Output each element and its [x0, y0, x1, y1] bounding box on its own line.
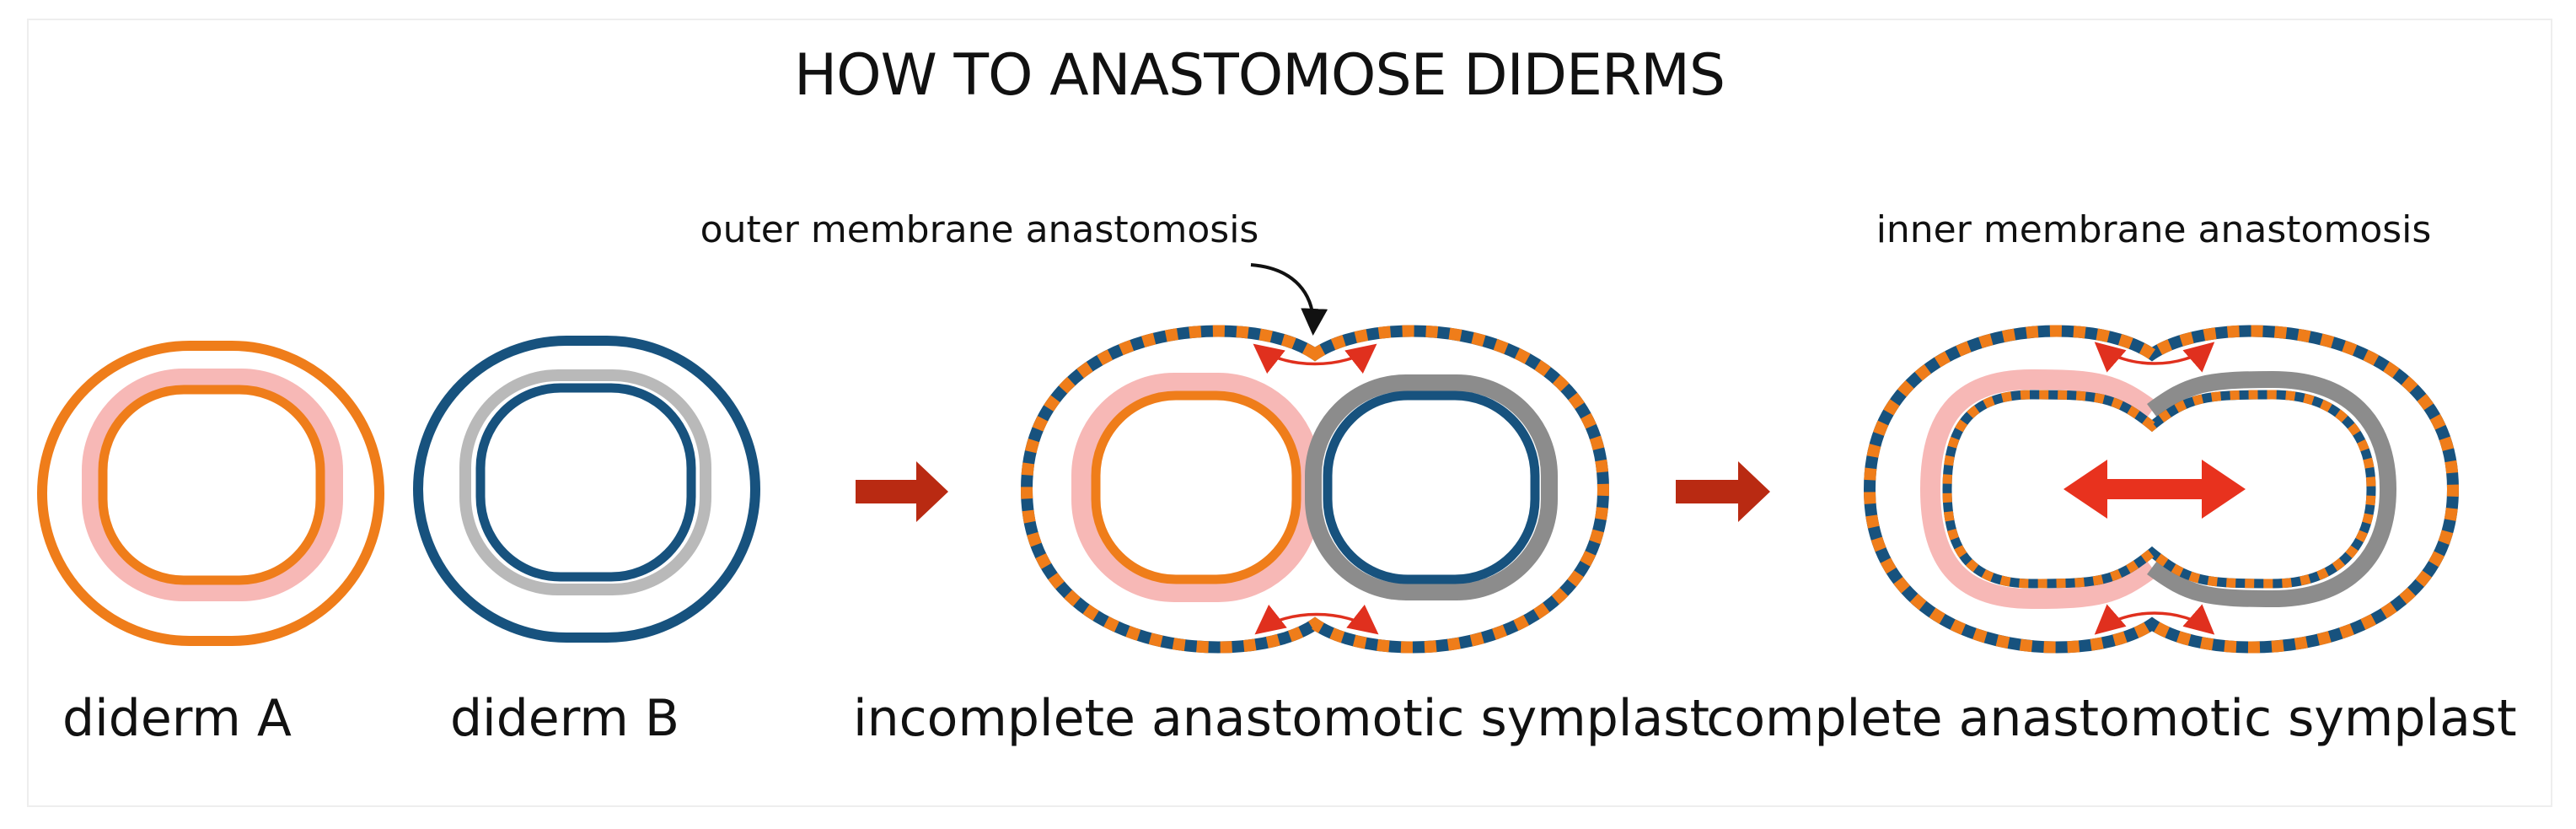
complete-periplasm-left — [1919, 369, 2159, 610]
incomplete-symplast — [1020, 325, 1610, 654]
diderm-b-inner-membrane — [475, 383, 696, 582]
diderm-b-periplasm-layer — [459, 369, 711, 595]
complete-cytoplasm-exchange-arrow — [2063, 460, 2246, 519]
diderm-a — [37, 341, 384, 646]
step-arrow-2 — [1676, 461, 1770, 522]
label-incomplete-symplast: incomplete anastomotic symplast — [853, 689, 1709, 748]
step-arrow-1 — [856, 461, 948, 522]
incomplete-periplasm-a — [1071, 373, 1321, 602]
complete-periplasm-right — [2147, 370, 2397, 608]
diderm-b — [413, 336, 760, 643]
incomplete-fusion-arrow-bottom — [1254, 604, 1379, 635]
incomplete-periplasm-b — [1305, 374, 1558, 600]
label-diderm-b: diderm B — [450, 689, 679, 748]
diagram-title: HOW TO ANASTOMOSE DIDERMS — [794, 42, 1725, 109]
diderm-b-outer-membrane — [413, 336, 760, 643]
diderm-a-inner-membrane — [98, 385, 325, 585]
annotation-outer-membrane: outer membrane anastomosis — [700, 208, 1259, 251]
incomplete-inner-membrane-b — [1323, 390, 1540, 584]
label-complete-symplast: complete anastomotic symplast — [1706, 689, 2516, 748]
complete-fusion-arrow-top — [2094, 342, 2215, 373]
incomplete-inner-membrane-a — [1091, 390, 1301, 584]
annotation-inner-membrane: inner membrane anastomosis — [1876, 208, 2432, 251]
complete-symplast — [1863, 325, 2460, 654]
label-diderm-a: diderm A — [62, 689, 292, 748]
complete-fusion-arrow-bottom — [2094, 604, 2215, 635]
complete-inner-membrane-orange — [1942, 390, 2376, 589]
diderm-a-periplasm-layer — [82, 369, 343, 601]
annotation-pointer-arrow — [1250, 263, 1328, 336]
incomplete-fusion-arrow-top — [1253, 343, 1377, 374]
complete-outer-membrane-orange — [1863, 325, 2460, 654]
diderm-a-outer-membrane — [37, 341, 384, 646]
